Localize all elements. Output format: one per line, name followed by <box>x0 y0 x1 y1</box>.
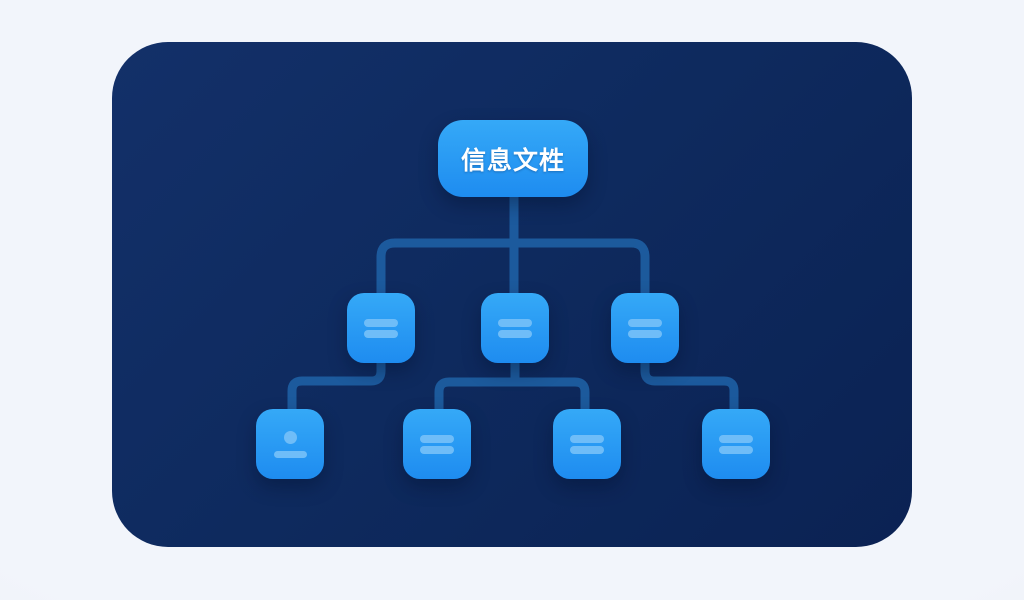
text-lines-icon <box>420 432 454 457</box>
diagram-card: 信息文栍 <box>112 42 912 547</box>
connector-branch-3-to-leaf-4 <box>640 363 739 409</box>
leaf-node-4 <box>702 409 770 479</box>
root-node-label: 信息文栍 <box>460 145 565 175</box>
text-lines-icon <box>498 316 532 341</box>
text-lines-icon <box>628 316 662 341</box>
text-lines-icon <box>570 432 604 457</box>
connector-branch-1-to-leaf-1 <box>287 363 386 409</box>
root-node: 信息文栍 <box>438 120 588 197</box>
connector-root-to-branches-1-3 <box>376 238 650 293</box>
leaf-node-1 <box>256 409 324 479</box>
text-lines-icon <box>364 316 398 341</box>
leaf-node-2 <box>403 409 471 479</box>
text-lines-icon <box>719 432 753 457</box>
leaf-node-3 <box>553 409 621 479</box>
connector-branch-2-to-leaves-2-3 <box>434 377 590 409</box>
branch-node-3 <box>611 293 679 363</box>
user-icon <box>273 430 307 458</box>
branch-node-1 <box>347 293 415 363</box>
branch-node-2 <box>481 293 549 363</box>
